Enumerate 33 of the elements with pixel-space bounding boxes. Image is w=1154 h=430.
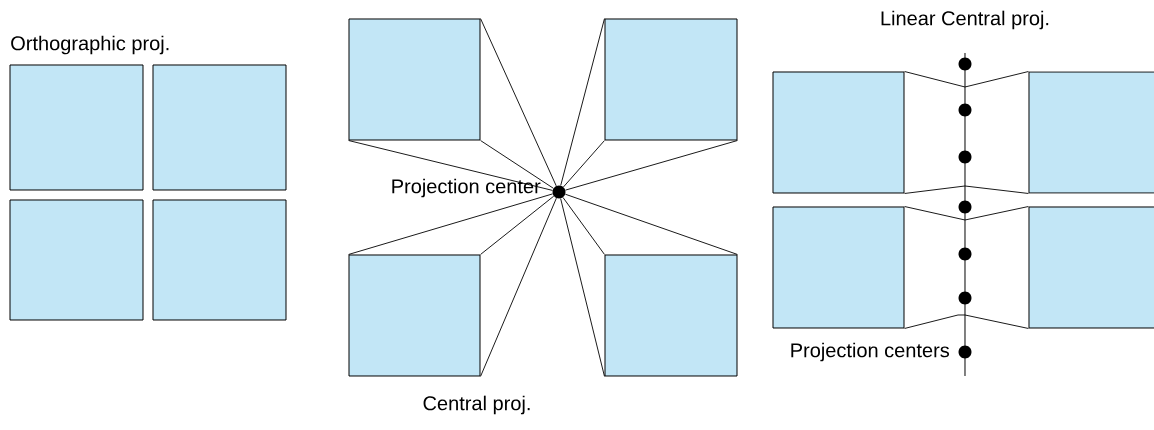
square [9,199,144,321]
square [348,18,481,141]
square [152,199,287,321]
square [604,18,738,141]
projection-line [563,140,605,188]
projection-line [904,206,1029,221]
square [9,64,144,191]
projection-line [560,198,605,377]
label-text: Orthographic proj. [11,35,169,55]
projection-line [348,193,554,255]
projection-line [565,140,738,191]
projection-line [480,195,555,255]
projection-line [480,140,554,189]
projection-line [904,314,1029,329]
square [604,254,738,377]
projection-line [562,196,605,255]
projection-line [348,140,553,191]
square [1028,206,1154,329]
projection-line [564,193,738,255]
projection-line [480,18,557,187]
square [348,254,481,377]
square [772,71,905,194]
projection-line [904,185,1029,194]
label-text: Linear Central proj. [881,10,1049,30]
square [772,206,905,329]
projection-line [904,71,1029,88]
projection-line [560,18,605,186]
label-text: Projection center [392,178,541,198]
square [152,64,287,191]
label-text: Central proj. [423,395,530,415]
label-text: Projection centers [791,342,950,362]
projection-line [480,197,557,377]
square [1028,71,1154,194]
